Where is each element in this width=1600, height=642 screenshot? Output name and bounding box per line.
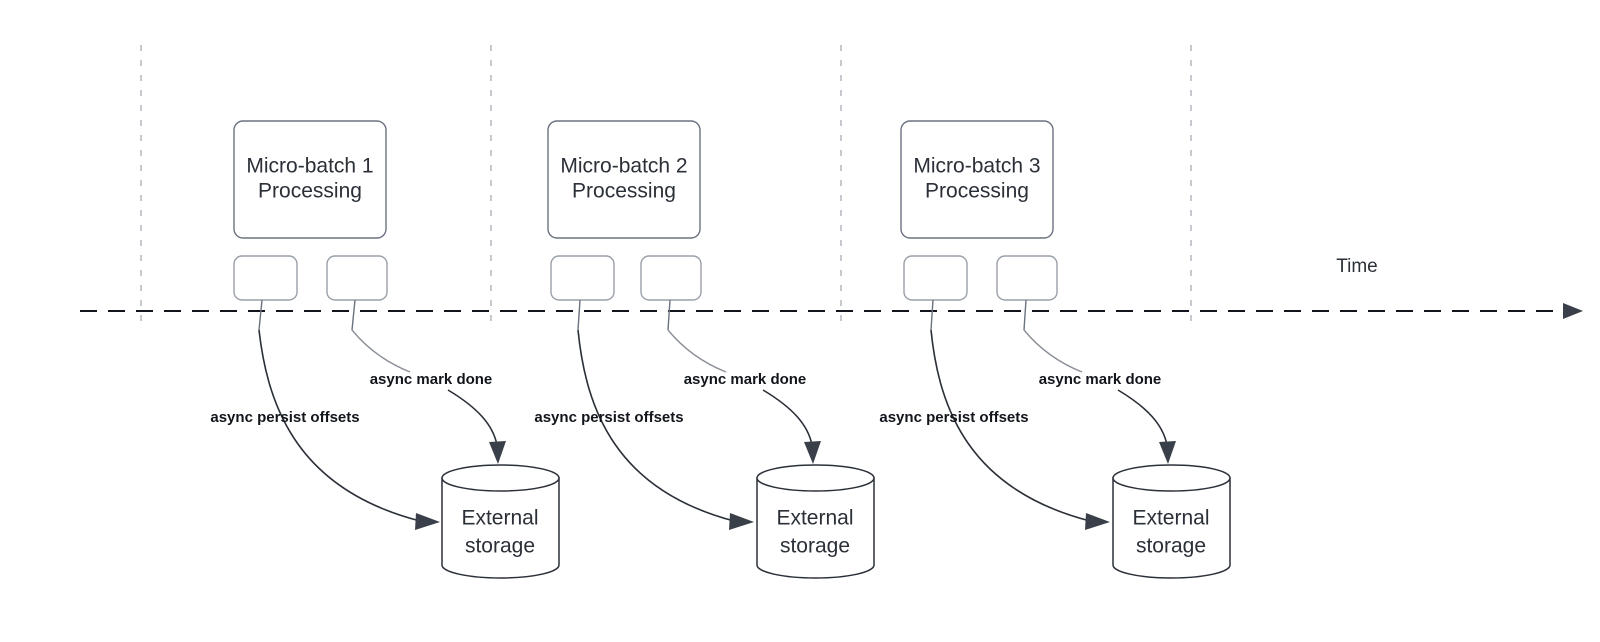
batch-1-storage-label-line1: External [461, 507, 538, 530]
batch-2-external-storage[interactable]: External storage [756, 464, 875, 579]
batch-1-storage-label-line2: storage [465, 535, 535, 558]
micro-batch-2-label-line1: Micro-batch 2 [560, 155, 687, 178]
batch-2-storage-label-line2: storage [780, 535, 850, 558]
micro-batch-1-box[interactable] [233, 120, 387, 239]
batch-1-persist-offsets-edge [258, 329, 421, 522]
batch-1-persist-offsets-label: async persist offsets [210, 409, 359, 426]
batch-2-mark-done-edge-upper [667, 329, 727, 373]
batch-2-persist-stub [577, 299, 581, 331]
time-axis: Time [80, 256, 1583, 319]
batch-1-mark-done-label: async mark done [370, 371, 493, 388]
batch-3-mark-stub [1023, 299, 1027, 331]
batch-group-3: Micro-batch 3 Processing External storag… [879, 120, 1231, 579]
batch-2-persist-offsets-edge [577, 329, 735, 522]
batch-1-mark-done-edge-lower [447, 389, 498, 446]
batch-2-mark-done-edge-lower [762, 389, 813, 446]
batch-2-mark-stub [667, 299, 671, 331]
batch-2-mark-done-task[interactable] [640, 255, 702, 301]
batch-1-mark-done-arrow-icon [489, 441, 506, 464]
time-axis-label: Time [1336, 256, 1378, 277]
batch-1-persist-offsets-task[interactable] [233, 255, 298, 301]
batch-2-persist-offsets-label: async persist offsets [534, 409, 683, 426]
batch-3-persist-offsets-edge [930, 329, 1091, 522]
batch-2-mark-done-arrow-icon [804, 441, 821, 464]
batch-3-mark-done-label: async mark done [1039, 371, 1162, 388]
batch-3-external-storage[interactable]: External storage [1112, 464, 1231, 579]
micro-batch-3-label-line1: Micro-batch 3 [913, 155, 1040, 178]
batch-group-1: Micro-batch 1 Processing External storag… [210, 120, 560, 579]
batch-3-persist-offsets-arrow-icon [1085, 513, 1110, 530]
batch-3-storage-label-line2: storage [1136, 535, 1206, 558]
micro-batch-3-box[interactable] [900, 120, 1054, 239]
batch-3-persist-stub [930, 299, 934, 331]
batch-2-persist-offsets-arrow-icon [729, 513, 754, 530]
batch-2-persist-offsets-task[interactable] [550, 255, 615, 301]
batch-3-mark-done-arrow-icon [1159, 441, 1176, 464]
micro-batch-1-label-line2: Processing [258, 180, 362, 203]
batch-3-storage-label-line1: External [1132, 507, 1209, 530]
batch-group-2: Micro-batch 2 Processing External storag… [534, 120, 875, 579]
micro-batch-3-label-line2: Processing [925, 180, 1029, 203]
time-axis-arrow-icon [1563, 303, 1583, 319]
batch-3-persist-offsets-task[interactable] [903, 255, 968, 301]
batch-3-mark-done-edge-lower [1117, 389, 1168, 446]
batch-boundary-lines [140, 45, 1192, 325]
batch-2-storage-label-line1: External [776, 507, 853, 530]
batch-1-persist-stub [258, 299, 263, 331]
batch-1-mark-done-edge-upper [351, 329, 411, 373]
micro-batch-1-label-line1: Micro-batch 1 [246, 155, 373, 178]
batch-1-external-storage[interactable]: External storage [441, 464, 560, 579]
batch-3-mark-done-task[interactable] [996, 255, 1058, 301]
batch-3-persist-offsets-label: async persist offsets [879, 409, 1028, 426]
batch-1-mark-done-task[interactable] [326, 255, 388, 301]
batch-1-persist-offsets-arrow-icon [415, 513, 440, 530]
micro-batch-2-box[interactable] [547, 120, 701, 239]
batch-3-mark-done-edge-upper [1023, 329, 1083, 373]
batch-1-mark-stub [351, 299, 356, 331]
micro-batch-2-label-line2: Processing [572, 180, 676, 203]
batch-2-mark-done-label: async mark done [684, 371, 807, 388]
